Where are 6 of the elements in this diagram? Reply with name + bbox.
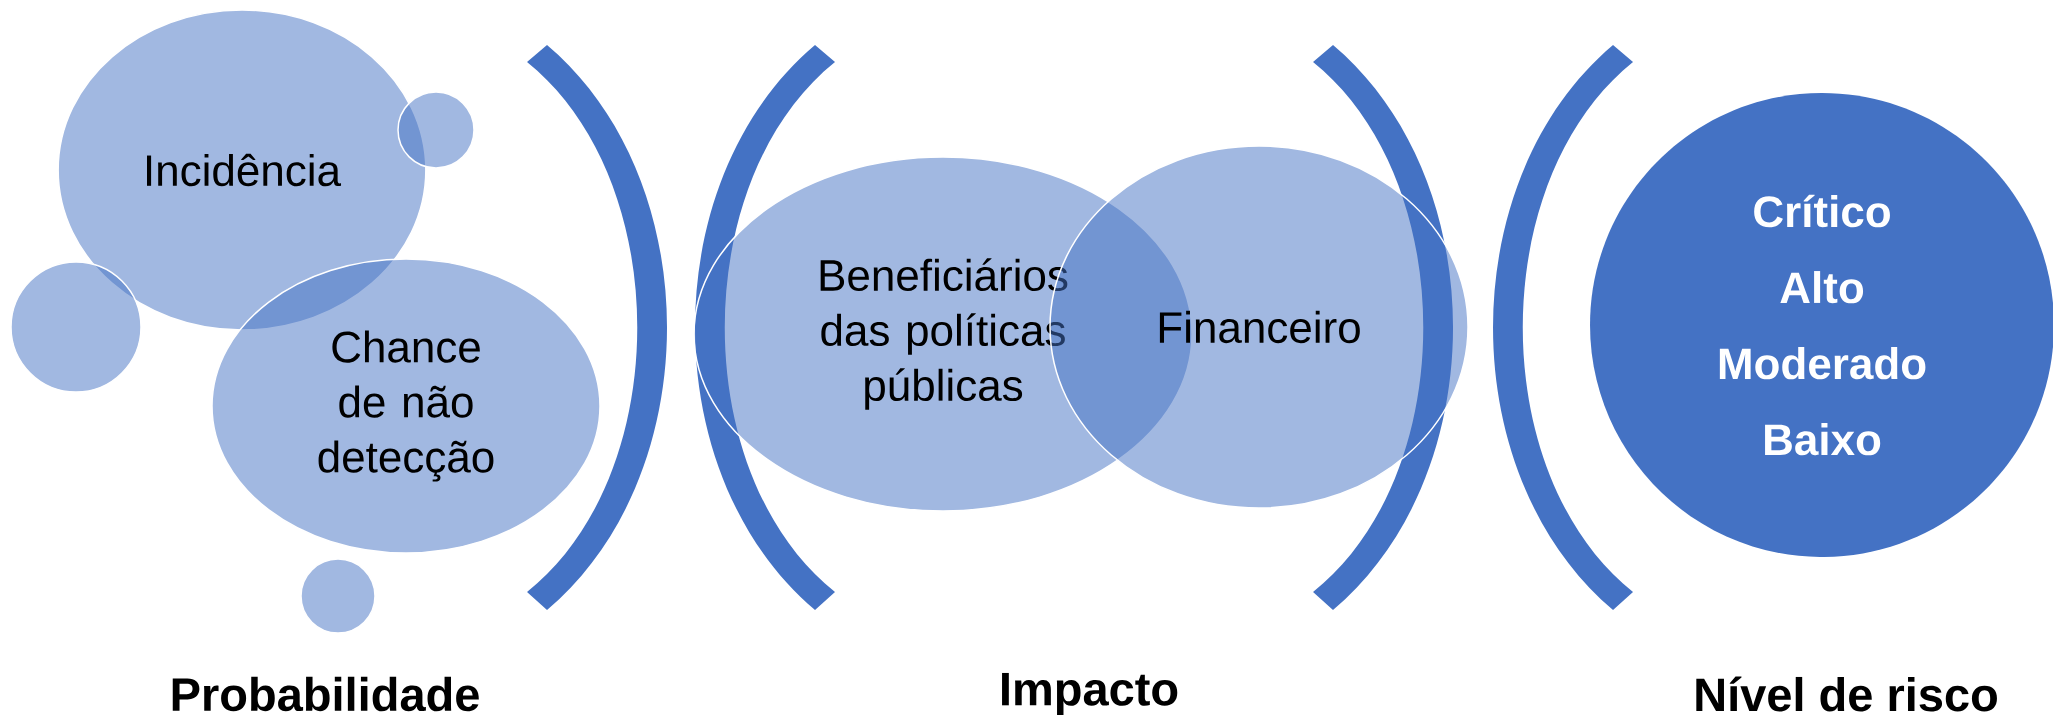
bubble — [300, 558, 376, 634]
section-label: Nível de risco — [1696, 676, 1997, 712]
section-label: Probabilidade — [172, 676, 479, 712]
section-label: Impacto — [1002, 672, 1178, 716]
bubble — [10, 261, 142, 393]
bubble — [397, 91, 475, 169]
